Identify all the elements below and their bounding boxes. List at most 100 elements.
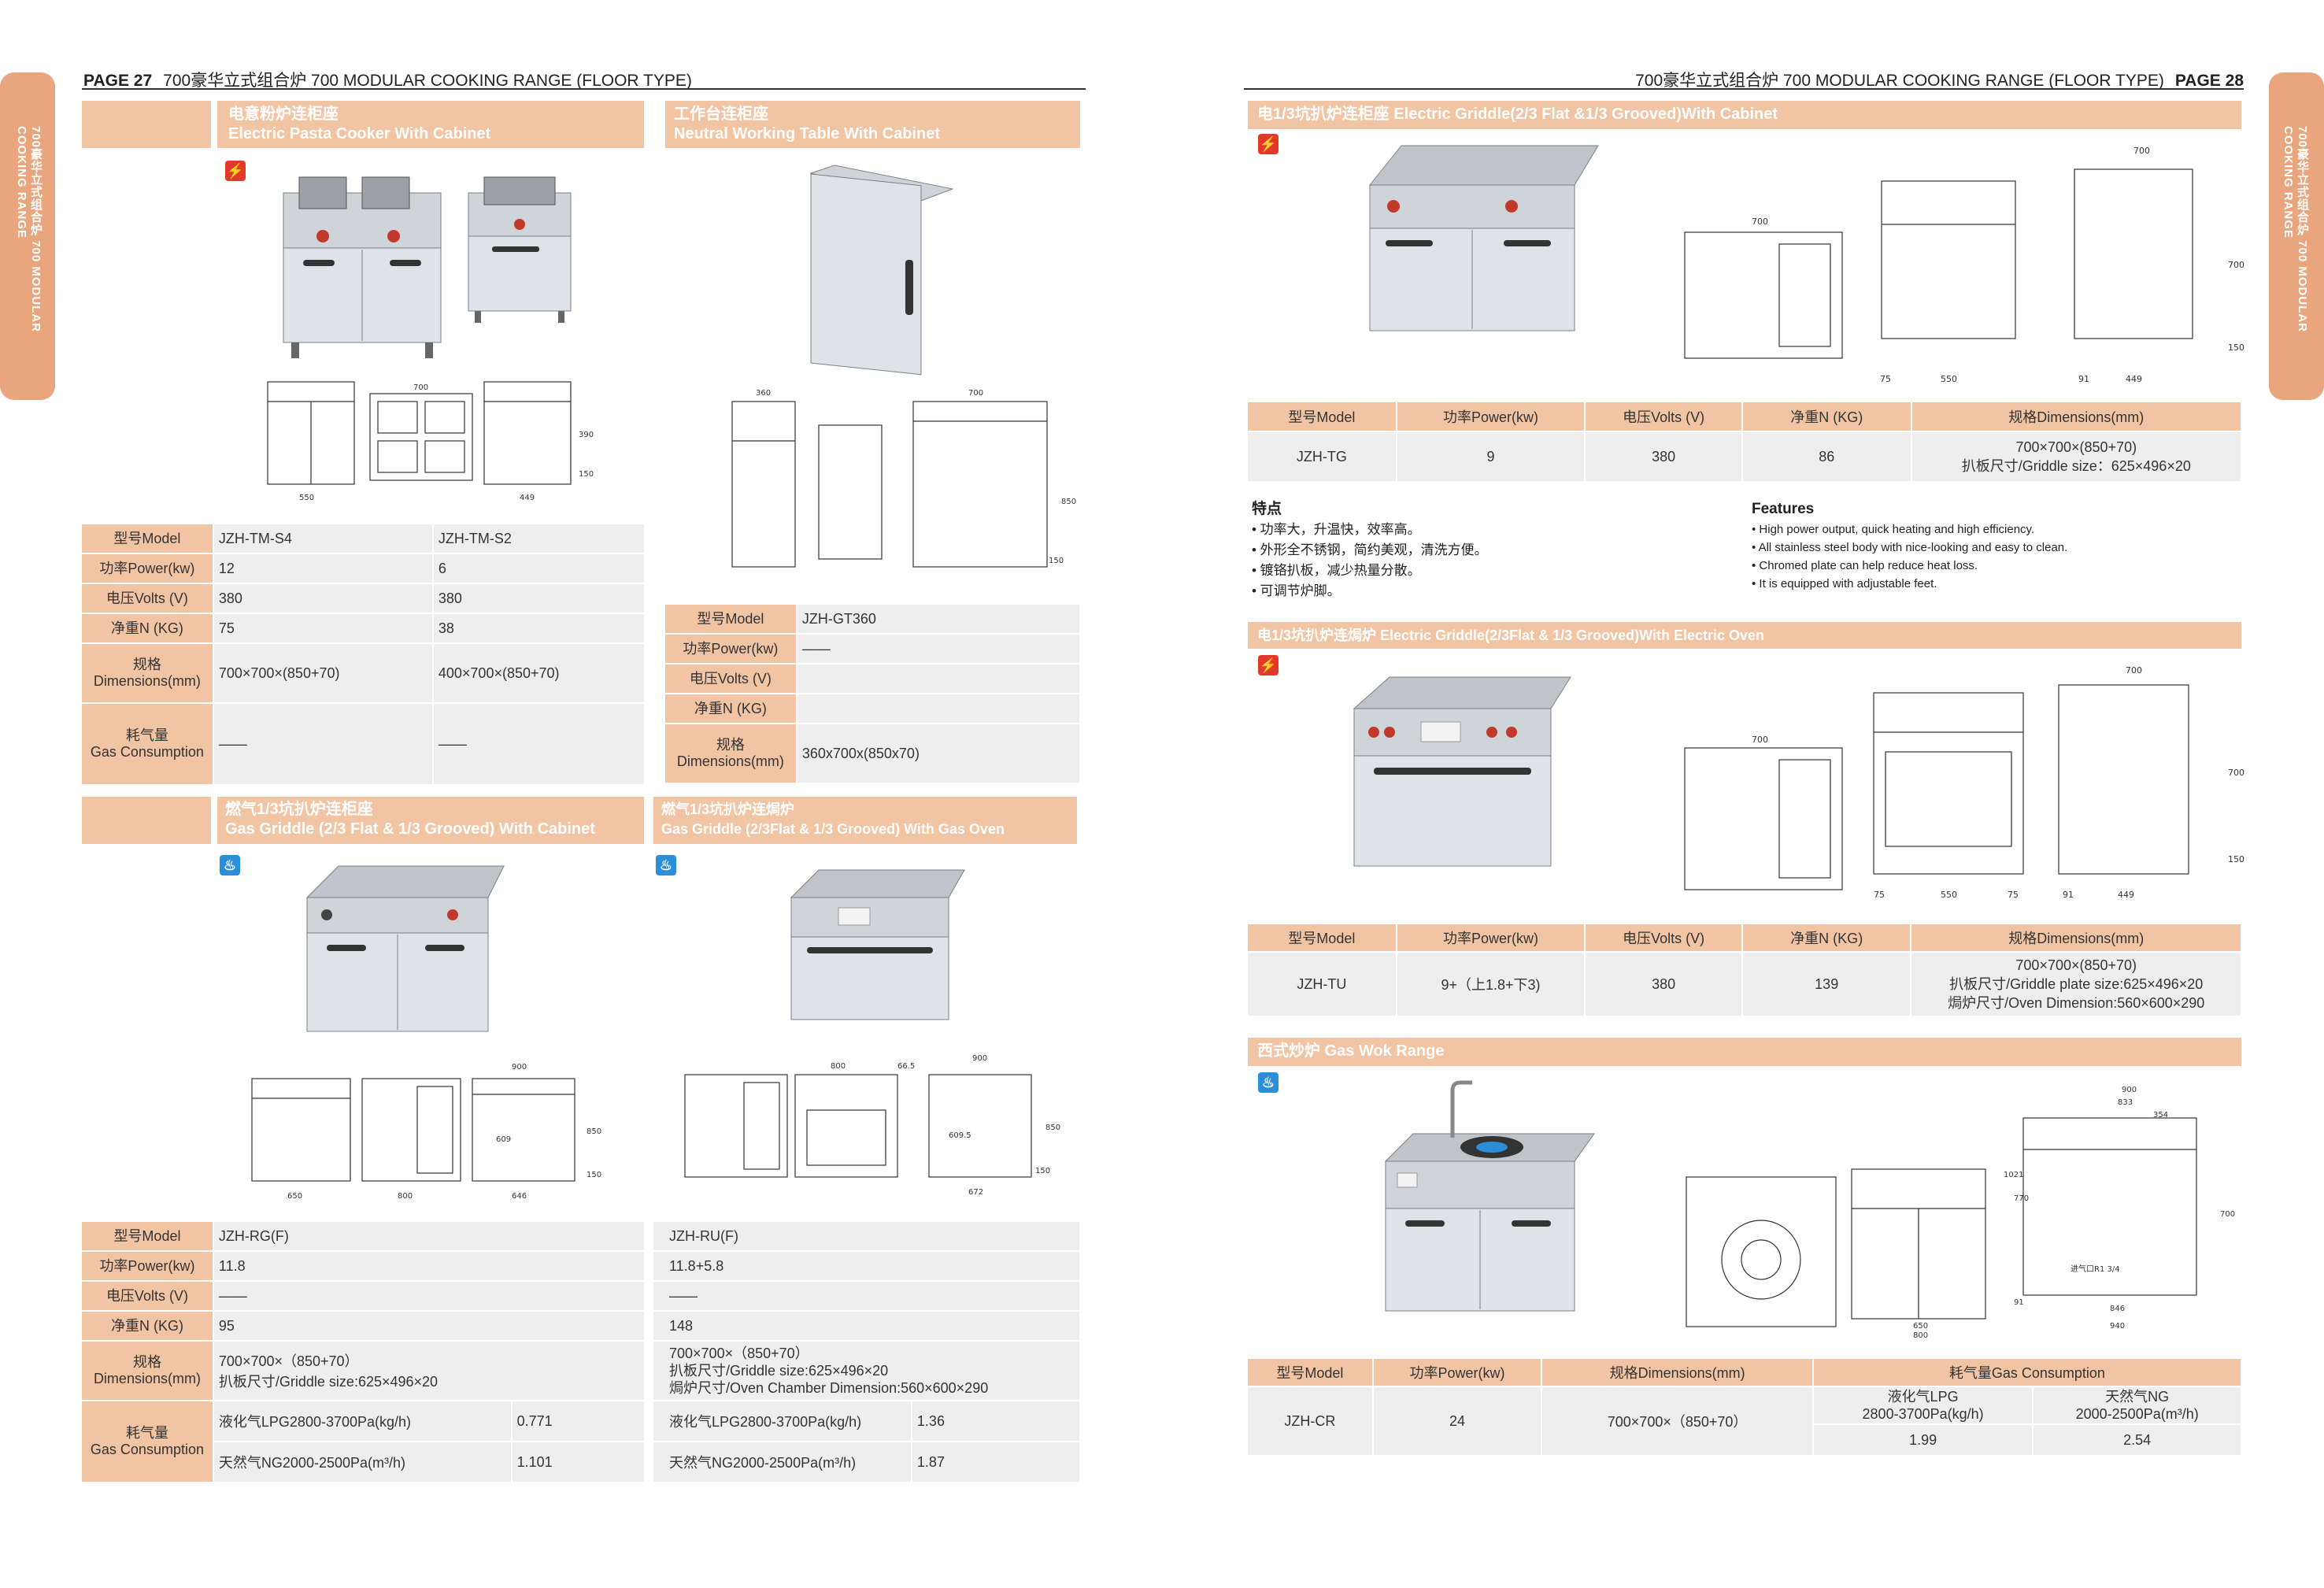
wok-range-drawings: 900 833 354 1021 770 700 650 800 846 940… [1686, 1086, 2235, 1340]
neutral-volts [795, 663, 1082, 694]
dims-label-en: Dimensions(mm) [676, 753, 784, 769]
feature-cn-1: • 功率大，升温快，效率高。 [1252, 522, 1421, 537]
feature-cn-3: • 镀铬扒板，减少热量分散。 [1252, 563, 1421, 578]
elec-griddle-oven-photo [1353, 676, 1571, 867]
pasta-label-block [82, 101, 211, 148]
gas-griddle-dim-609: 609 [496, 1135, 511, 1144]
wok-dim-354: 354 [2153, 1111, 2168, 1120]
left-side-tab-text: 700豪华立式组合炉 700 MODULAR COOKING RANGE [15, 126, 43, 333]
gas-griddle-title-en: Gas Griddle (2/3 Flat & 1/3 Grooved) Wit… [225, 820, 595, 838]
neutral-power-label: 功率Power(kw) [664, 633, 797, 664]
wok-lpg-label: 液化气LPG [1887, 1389, 1959, 1405]
gas-griddle-oven-weight: 148 [652, 1310, 1081, 1342]
wok-dim-900: 900 [2122, 1086, 2137, 1094]
gas-griddle-weight-label: 净重N (KG) [80, 1310, 214, 1342]
elec-griddle-oven-dim-75-a: 75 [1874, 890, 1885, 900]
right-page-title: 700豪华立式组合炉 700 MODULAR COOKING RANGE (FL… [1635, 72, 2164, 90]
neutral-title-en: Neutral Working Table With Cabinet [674, 125, 940, 143]
wok-range-photo [1384, 1080, 1595, 1312]
neutral-title: 工作台连柜座 Neutral Working Table With Cabine… [674, 105, 940, 144]
gas-griddle-oven-dims-line1: 700×700×（850+70） [669, 1346, 809, 1361]
features-cn: 特点 • 功率大，升温快，效率高。 • 外形全不锈钢，简约美观，清洗方便。 • … [1252, 499, 1488, 602]
elec-griddle-title-bar [1248, 101, 2241, 129]
gas-griddle-oven-dims-line3: 焗炉尺寸/Oven Chamber Dimension:560×600×290 [669, 1380, 989, 1396]
pasta-title-cn: 电意粉炉连柜座 [228, 105, 339, 123]
gas-griddle-oven-dims: 700×700×（850+70）扒板尺寸/Griddle size:625×49… [652, 1340, 1081, 1401]
gas-griddle-oven-dim-900: 900 [972, 1054, 987, 1063]
elec-griddle-oven-col-weight: 净重N (KG) [1741, 923, 1912, 953]
gas-griddle-oven-title: 燃气1/3坑扒炉连焗炉 Gas Griddle (2/3Flat & 1/3 G… [661, 800, 1005, 839]
elec-griddle-drawings: 700 700 75 550 91 449 700 150 [1684, 146, 2244, 384]
lightning-icon: ⚡ [1258, 655, 1279, 676]
gas-griddle-photo [305, 865, 505, 1032]
pasta-dims-1: 700×700×(850+70) [212, 642, 434, 704]
elec-griddle-dims-line1: 700×700×(850+70) [2015, 439, 2137, 455]
neutral-dim-850: 850 [1061, 498, 1076, 506]
right-page-number: PAGE 28 [2174, 72, 2244, 90]
right-header-rule [1244, 88, 2244, 90]
gas-griddle-oven-title-cn: 燃气1/3坑扒炉连焗炉 [661, 801, 795, 817]
wok-power: 24 [1371, 1386, 1543, 1457]
gas-griddle-lpg-value: 0.771 [510, 1400, 646, 1442]
gas-griddle-dim-150: 150 [587, 1171, 601, 1179]
neutral-dim-150: 150 [1049, 557, 1064, 565]
gas-griddle-model: JZH-RG(F) [212, 1220, 646, 1252]
pasta-title-bar [217, 101, 644, 148]
pasta-model-2: JZH-TM-S2 [431, 523, 646, 554]
elec-griddle-oven-dims-line1: 700×700×(850+70) [2015, 957, 2137, 973]
gas-griddle-lpg-label: 液化气LPG2800-3700Pa(kg/h) [212, 1400, 513, 1442]
gas-griddle-oven-drawings: 800 66.5 900 609.5 672 850 150 [684, 1054, 1060, 1197]
pasta-gas-2: —— [431, 702, 646, 786]
neutral-dims: 360x700x(850x70) [795, 723, 1082, 784]
neutral-volts-label: 电压Volts (V) [664, 663, 797, 694]
feature-cn-4: • 可调节炉脚。 [1252, 583, 1341, 598]
neutral-dim-700: 700 [968, 389, 983, 398]
elec-griddle-col-volts: 电压Volts (V) [1584, 401, 1743, 432]
elec-griddle-oven-dims-line2: 扒板尺寸/Griddle plate size:625×496×20 [1949, 976, 2204, 992]
feature-en-4: • It is equipped with adjustable feet. [1752, 577, 1937, 590]
wok-dims: 700×700×（850+70） [1541, 1386, 1814, 1457]
gas-griddle-dims-line2: 扒板尺寸/Griddle size:625×496×20 [218, 1374, 439, 1390]
left-page-number: PAGE 27 [83, 72, 153, 90]
gas-griddle-dim-900: 900 [512, 1063, 527, 1072]
wok-gas-connection: 进气口R1 3/4 [2071, 1264, 2120, 1274]
lightning-icon: ⚡ [1258, 134, 1279, 154]
pasta-gas-1: —— [212, 702, 434, 786]
elec-griddle-oven-dim-700-c: 700 [2228, 768, 2244, 778]
gas-griddle-weight: 95 [212, 1310, 646, 1342]
wok-lpg-pressure: 2800-3700Pa(kg/h) [1862, 1406, 1984, 1422]
elec-griddle-oven-drawings: 700 700 75 550 75 91 449 700 150 [1684, 665, 2244, 900]
elec-griddle-dim-75: 75 [1880, 374, 1891, 384]
gas-griddle-power: 11.8 [212, 1250, 646, 1282]
neutral-title-cn: 工作台连柜座 [674, 105, 768, 123]
gas-griddle-oven-dim-66: 66.5 [897, 1062, 915, 1071]
pasta-volts-2: 380 [431, 583, 646, 614]
right-page-header: 700豪华立式组合炉 700 MODULAR COOKING RANGE (FL… [1635, 68, 2244, 91]
gas-griddle-ng-value: 1.101 [510, 1441, 646, 1483]
elec-griddle-dims: 700×700×(850+70)扒板尺寸/Griddle size：625×49… [1910, 431, 2243, 483]
elec-griddle-oven-dim-550: 550 [1941, 890, 1957, 900]
neutral-weight-label: 净重N (KG) [664, 693, 797, 724]
dims-label-en: Dimensions(mm) [93, 1371, 201, 1386]
wok-dim-940: 940 [2110, 1322, 2125, 1331]
left-header-rule [82, 88, 1086, 90]
elec-griddle-dim-700-c: 700 [2228, 260, 2244, 270]
pasta-volts-1: 380 [212, 583, 434, 614]
gas-griddle-oven-ng-label: 天然气NG2000-2500Pa(m³/h) [652, 1441, 912, 1483]
wok-dim-846: 846 [2110, 1305, 2125, 1313]
gas-griddle-oven-lpg-label: 液化气LPG2800-3700Pa(kg/h) [652, 1400, 912, 1442]
wok-ng-pressure: 2000-2500Pa(m³/h) [2075, 1406, 2199, 1422]
elec-griddle-weight: 86 [1741, 431, 1912, 483]
right-side-tab [2269, 72, 2324, 400]
elec-griddle-col-weight: 净重N (KG) [1741, 401, 1912, 432]
gas-label-cn: 耗气量 [125, 1425, 168, 1441]
gas-griddle-dim-646: 646 [512, 1192, 527, 1201]
gas-griddle-oven-lpg-value: 1.36 [910, 1400, 1082, 1442]
elec-griddle-oven-power: 9+（上1.8+下3) [1395, 951, 1586, 1017]
pasta-title-en: Electric Pasta Cooker With Cabinet [228, 125, 491, 143]
elec-griddle-col-dims: 规格Dimensions(mm) [1910, 401, 2243, 432]
